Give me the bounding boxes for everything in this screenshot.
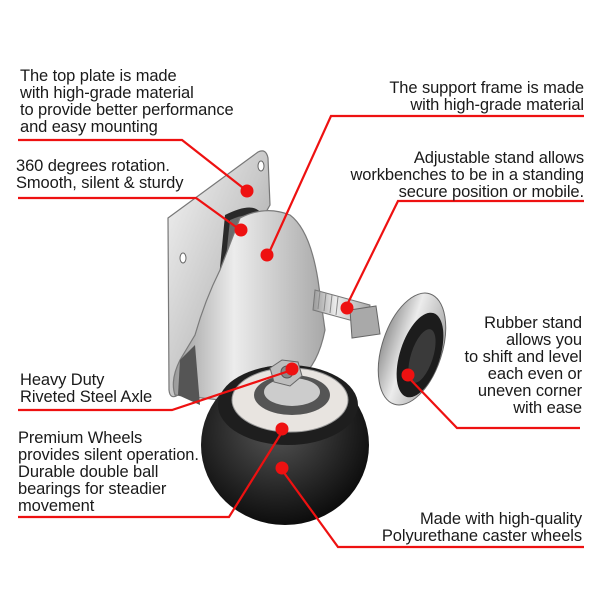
polyurethane-wheel	[201, 365, 369, 525]
dot-premium-wheels	[275, 422, 289, 436]
dot-adjustable-stand	[340, 301, 354, 315]
leader-rotation	[18, 196, 244, 233]
callout-rotation: 360 degrees rotation. Smooth, silent & s…	[16, 157, 184, 192]
dot-top-plate	[240, 184, 254, 198]
callout-top-plate: The top plate is made with high-grade ma…	[20, 67, 234, 136]
callout-rubber-stand: Rubber stand allows you to shift and lev…	[464, 314, 583, 417]
callout-support-frame: The support frame is made with high-grad…	[389, 79, 584, 114]
callout-axle: Heavy Duty Riveted Steel Axle	[20, 371, 153, 406]
leader-adjustable-stand	[346, 199, 584, 306]
leader-support-frame	[266, 114, 584, 256]
dot-rubber-stand	[401, 368, 415, 382]
leader-premium-wheels	[18, 431, 283, 519]
leader-rubber-stand	[407, 376, 580, 430]
dot-rotation	[234, 223, 248, 237]
dot-polyurethane	[275, 461, 289, 475]
leader-top-plate	[18, 138, 248, 192]
callout-premium-wheels: Premium Wheels provides silent operation…	[18, 429, 199, 515]
adjustable-stand	[312, 289, 447, 406]
leader-axle	[18, 368, 293, 412]
callout-polyurethane: Made with high-quality Polyurethane cast…	[381, 510, 582, 545]
dot-support-frame	[260, 248, 274, 262]
callout-adjustable-stand: Adjustable stand allows workbenches to b…	[350, 149, 584, 201]
dot-axle	[285, 362, 299, 376]
leader-polyurethane	[281, 469, 584, 549]
